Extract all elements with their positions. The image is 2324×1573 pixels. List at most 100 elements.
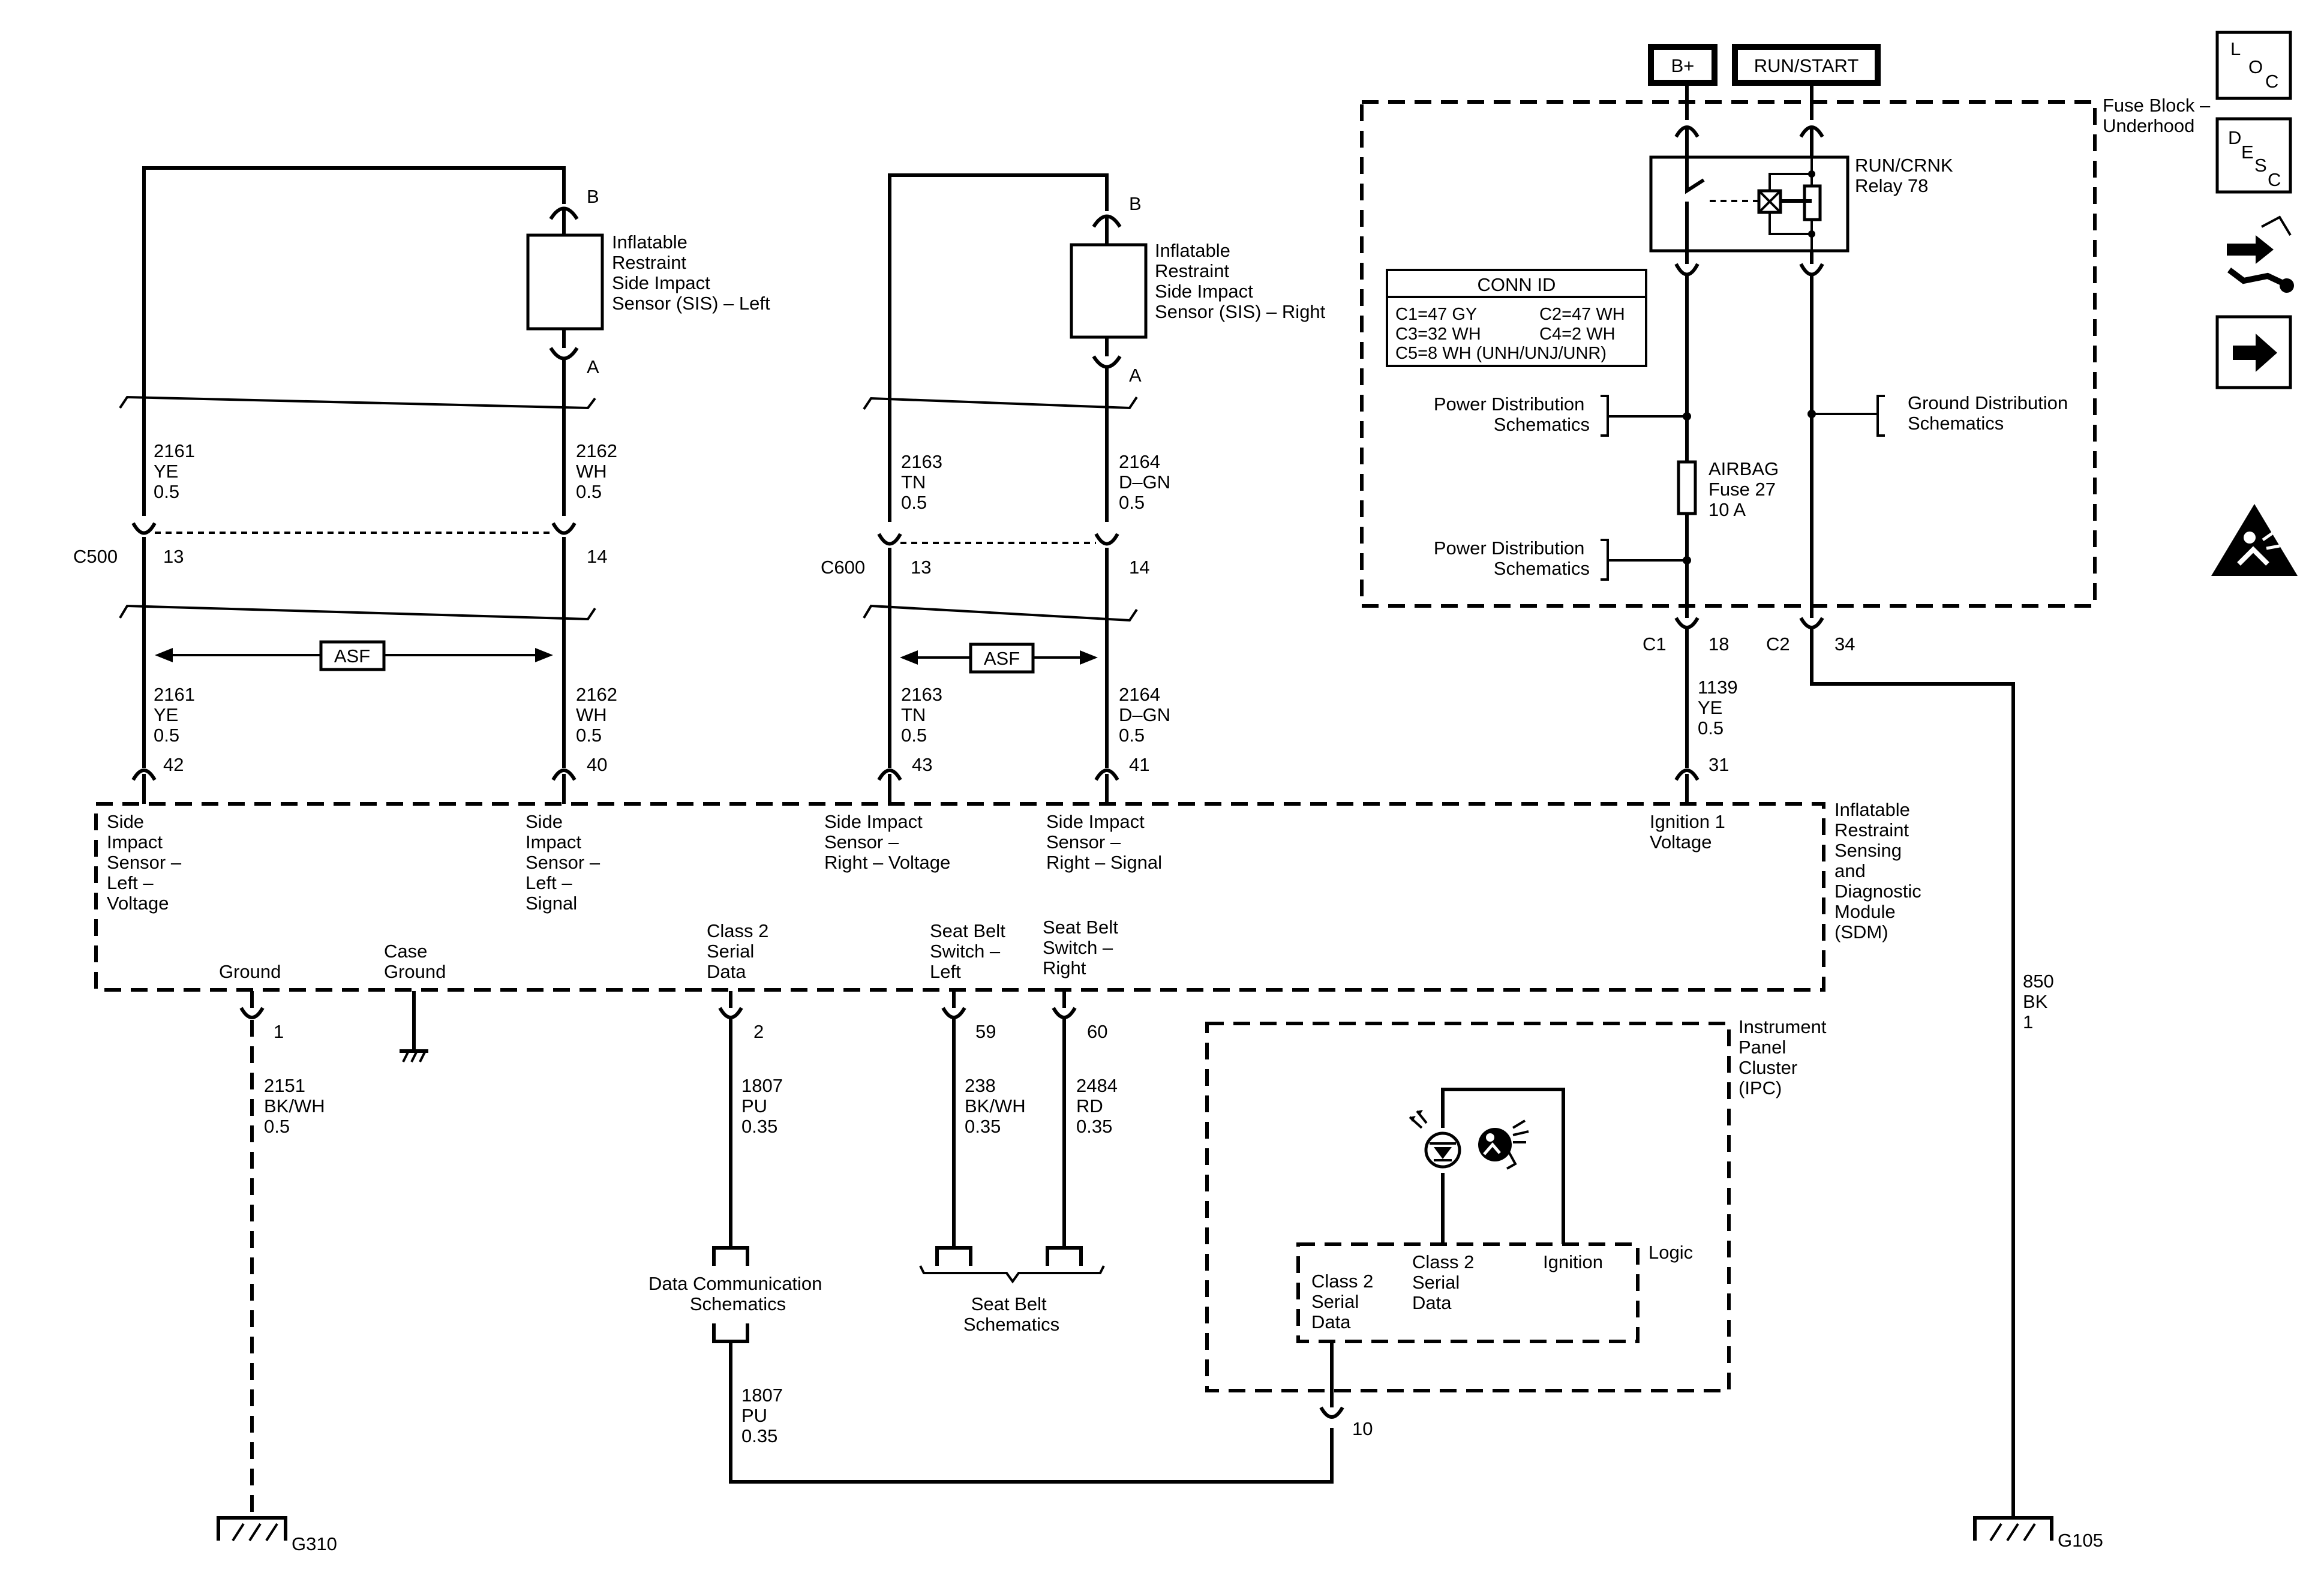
ground-wire-2151: 1 2151 BK/WH 0.5 G310 <box>217 991 337 1554</box>
ignition-feed-wire: 1139 YE 0.5 31 <box>1674 628 1738 804</box>
fuse-block-underhood: B+ RUN/START Fuse Block – Underhood RUN/… <box>1360 44 2215 655</box>
class2-data-wire: 2 1807 PU 0.35 Data Communication Schema… <box>648 991 1334 1484</box>
sis-left-pin-a: A <box>587 356 599 377</box>
left-sensor-circuit: B A Inflatable Restraint Side Impact Sen… <box>73 166 770 804</box>
wire-238: 238 BK/WH 0.35 <box>965 1075 1031 1137</box>
sdm-pin-1: 1 <box>274 1021 284 1042</box>
sdm-pin-40: 40 <box>587 754 607 775</box>
wire-2162-lower: 2162 WH 0.5 <box>576 684 623 746</box>
data-comm-connector-lower <box>712 1323 749 1343</box>
run-start-label: RUN/START <box>1754 55 1859 76</box>
c500-pin-14: 14 <box>587 546 607 567</box>
data-comm-connector-upper <box>712 1246 749 1266</box>
sdm-pin-43: 43 <box>912 754 932 775</box>
next-arrow-icon[interactable] <box>2215 315 2292 389</box>
sdm-pin-2: 2 <box>753 1021 764 1042</box>
c1-label: C1 <box>1643 634 1667 655</box>
sis-left-label: Inflatable Restraint Side Impact Sensor … <box>612 232 770 314</box>
wire-2161-upper: 2161 YE 0.5 <box>154 440 200 502</box>
airbag-occupant-icon <box>1478 1119 1529 1170</box>
wire-1807-upper: 1807 PU 0.35 <box>741 1075 788 1137</box>
desc-icon[interactable]: D E S C <box>2215 117 2292 194</box>
asf-label-left: ASF <box>334 646 370 667</box>
component-swap-icon[interactable] <box>2227 215 2294 293</box>
c500-label: C500 <box>73 546 118 567</box>
conn-id-c1: C1=47 GY <box>1395 305 1477 324</box>
wire-2151: 2151 BK/WH 0.5 <box>264 1075 330 1137</box>
c500-pin-13: 13 <box>163 546 184 567</box>
conn-id-c4: C4=2 WH <box>1539 325 1616 344</box>
c2-pin-34: 34 <box>1834 634 1855 655</box>
ground-wire-850: 850 BK 1 G105 <box>1810 628 2103 1551</box>
wire-2163-upper: 2163 TN 0.5 <box>901 451 948 513</box>
wire-2164-upper: 2164 D–GN 0.5 <box>1119 451 1176 513</box>
conn-id-header: CONN ID <box>1478 274 1556 295</box>
airbag-warning-icon <box>2211 504 2298 576</box>
seatbelt-brace <box>919 1265 1105 1284</box>
ground-distribution-ref: Ground Distribution Schematics <box>1807 392 2073 437</box>
sdm-pin-42: 42 <box>163 754 184 775</box>
conn-id-table: CONN ID C1=47 GY C2=47 WH C3=32 WH C4=2 … <box>1386 269 1647 367</box>
loc-icon-c: C <box>2265 71 2278 92</box>
loc-icon-l: L <box>2230 38 2241 59</box>
c600-pin-14: 14 <box>1129 557 1149 578</box>
asf-label-right: ASF <box>984 648 1020 669</box>
conn-id-c3: C3=32 WH <box>1395 325 1481 344</box>
ipc-class2-b: Class 2 Serial Data <box>1412 1251 1479 1313</box>
wire-2484: 2484 RD 0.35 <box>1076 1075 1123 1137</box>
sdm-class2-label: Class 2 Serial Data <box>707 920 774 982</box>
fuse-label: AIRBAG Fuse 27 10 A <box>1709 458 1784 520</box>
data-comm-label: Data Communication Schematics <box>648 1273 827 1314</box>
sdm-sis-left-voltage-label: Side Impact Sensor – Left – Voltage <box>107 811 187 914</box>
wire-2162-upper: 2162 WH 0.5 <box>576 440 623 502</box>
desc-icon-d: D <box>2228 127 2241 148</box>
connector-pin-b-left <box>549 206 579 220</box>
sis-right-label: Inflatable Restraint Side Impact Sensor … <box>1155 240 1326 322</box>
case-ground-symbol <box>400 991 428 1062</box>
sdm-case-ground-label: Case Ground <box>384 941 446 982</box>
fuse-block-title: Fuse Block – Underhood <box>2103 95 2215 136</box>
connector-pin-a-left <box>549 347 579 361</box>
power-distribution-ref-upper: Power Distribution Schematics <box>1434 394 1691 437</box>
ipc-title: Instrument Panel Cluster (IPC) <box>1739 1016 1831 1098</box>
run-start-source <box>1732 44 1881 86</box>
wire-850: 850 BK 1 <box>2023 971 2059 1032</box>
sdm-seatbelt-left-label: Seat Belt Switch – Left <box>930 920 1010 982</box>
sdm-pin-59: 59 <box>975 1021 996 1042</box>
conn-id-c5: C5=8 WH (UNH/UNJ/UNR) <box>1395 344 1607 363</box>
sdm-outline <box>94 802 1825 992</box>
g310-label: G310 <box>292 1533 337 1554</box>
ipc-class2-a: Class 2 Serial Data <box>1311 1271 1379 1332</box>
sdm-sis-left-signal-label: Side Impact Sensor – Left – Signal <box>526 811 605 914</box>
airbag-fuse-27 <box>1677 460 1697 515</box>
b-plus-source <box>1648 44 1718 86</box>
ground-dist-label: Ground Distribution Schematics <box>1908 392 2073 434</box>
asf-arrow-left: ASF <box>155 640 553 671</box>
c1-pin-18: 18 <box>1709 634 1729 655</box>
sdm-sis-right-signal-label: Side Impact Sensor – Right – Signal <box>1046 811 1162 873</box>
sdm-pin-60: 60 <box>1087 1021 1107 1042</box>
sdm-pin-42-connector <box>131 769 157 781</box>
loc-icon[interactable]: L O C <box>2215 31 2292 100</box>
sis-left-sensor-body <box>526 233 604 331</box>
sdm-ground-label: Ground <box>219 961 281 982</box>
wire-2163-lower: 2163 TN 0.5 <box>901 684 948 746</box>
loc-icon-o: O <box>2248 56 2263 77</box>
sdm-seatbelt-right-label: Seat Belt Switch – Right <box>1043 917 1123 978</box>
g105-label: G105 <box>2058 1530 2103 1551</box>
ipc-logic-label: Logic <box>1649 1242 1693 1263</box>
right-sensor-circuit: B A Inflatable Restraint Side Impact Sen… <box>821 173 1326 804</box>
c2-label: C2 <box>1766 634 1790 655</box>
ipc-pin-10: 10 <box>1352 1418 1373 1439</box>
sis-left-pin-b: B <box>587 186 599 207</box>
g105-ground-symbol <box>1973 1516 2053 1542</box>
ipc-ignition-label: Ignition <box>1543 1251 1603 1272</box>
g310-ground-symbol <box>217 1516 287 1542</box>
airbag-indicator-lamp-icon <box>1409 1110 1461 1169</box>
wire-2164-lower: 2164 D–GN 0.5 <box>1119 684 1176 746</box>
sdm-pin-40-connector <box>551 769 577 781</box>
sdm-module: Inflatable Restraint Sensing and Diagnos… <box>94 799 1926 992</box>
sdm-title: Inflatable Restraint Sensing and Diagnos… <box>1834 799 1926 942</box>
desc-icon-c: C <box>2268 169 2281 190</box>
